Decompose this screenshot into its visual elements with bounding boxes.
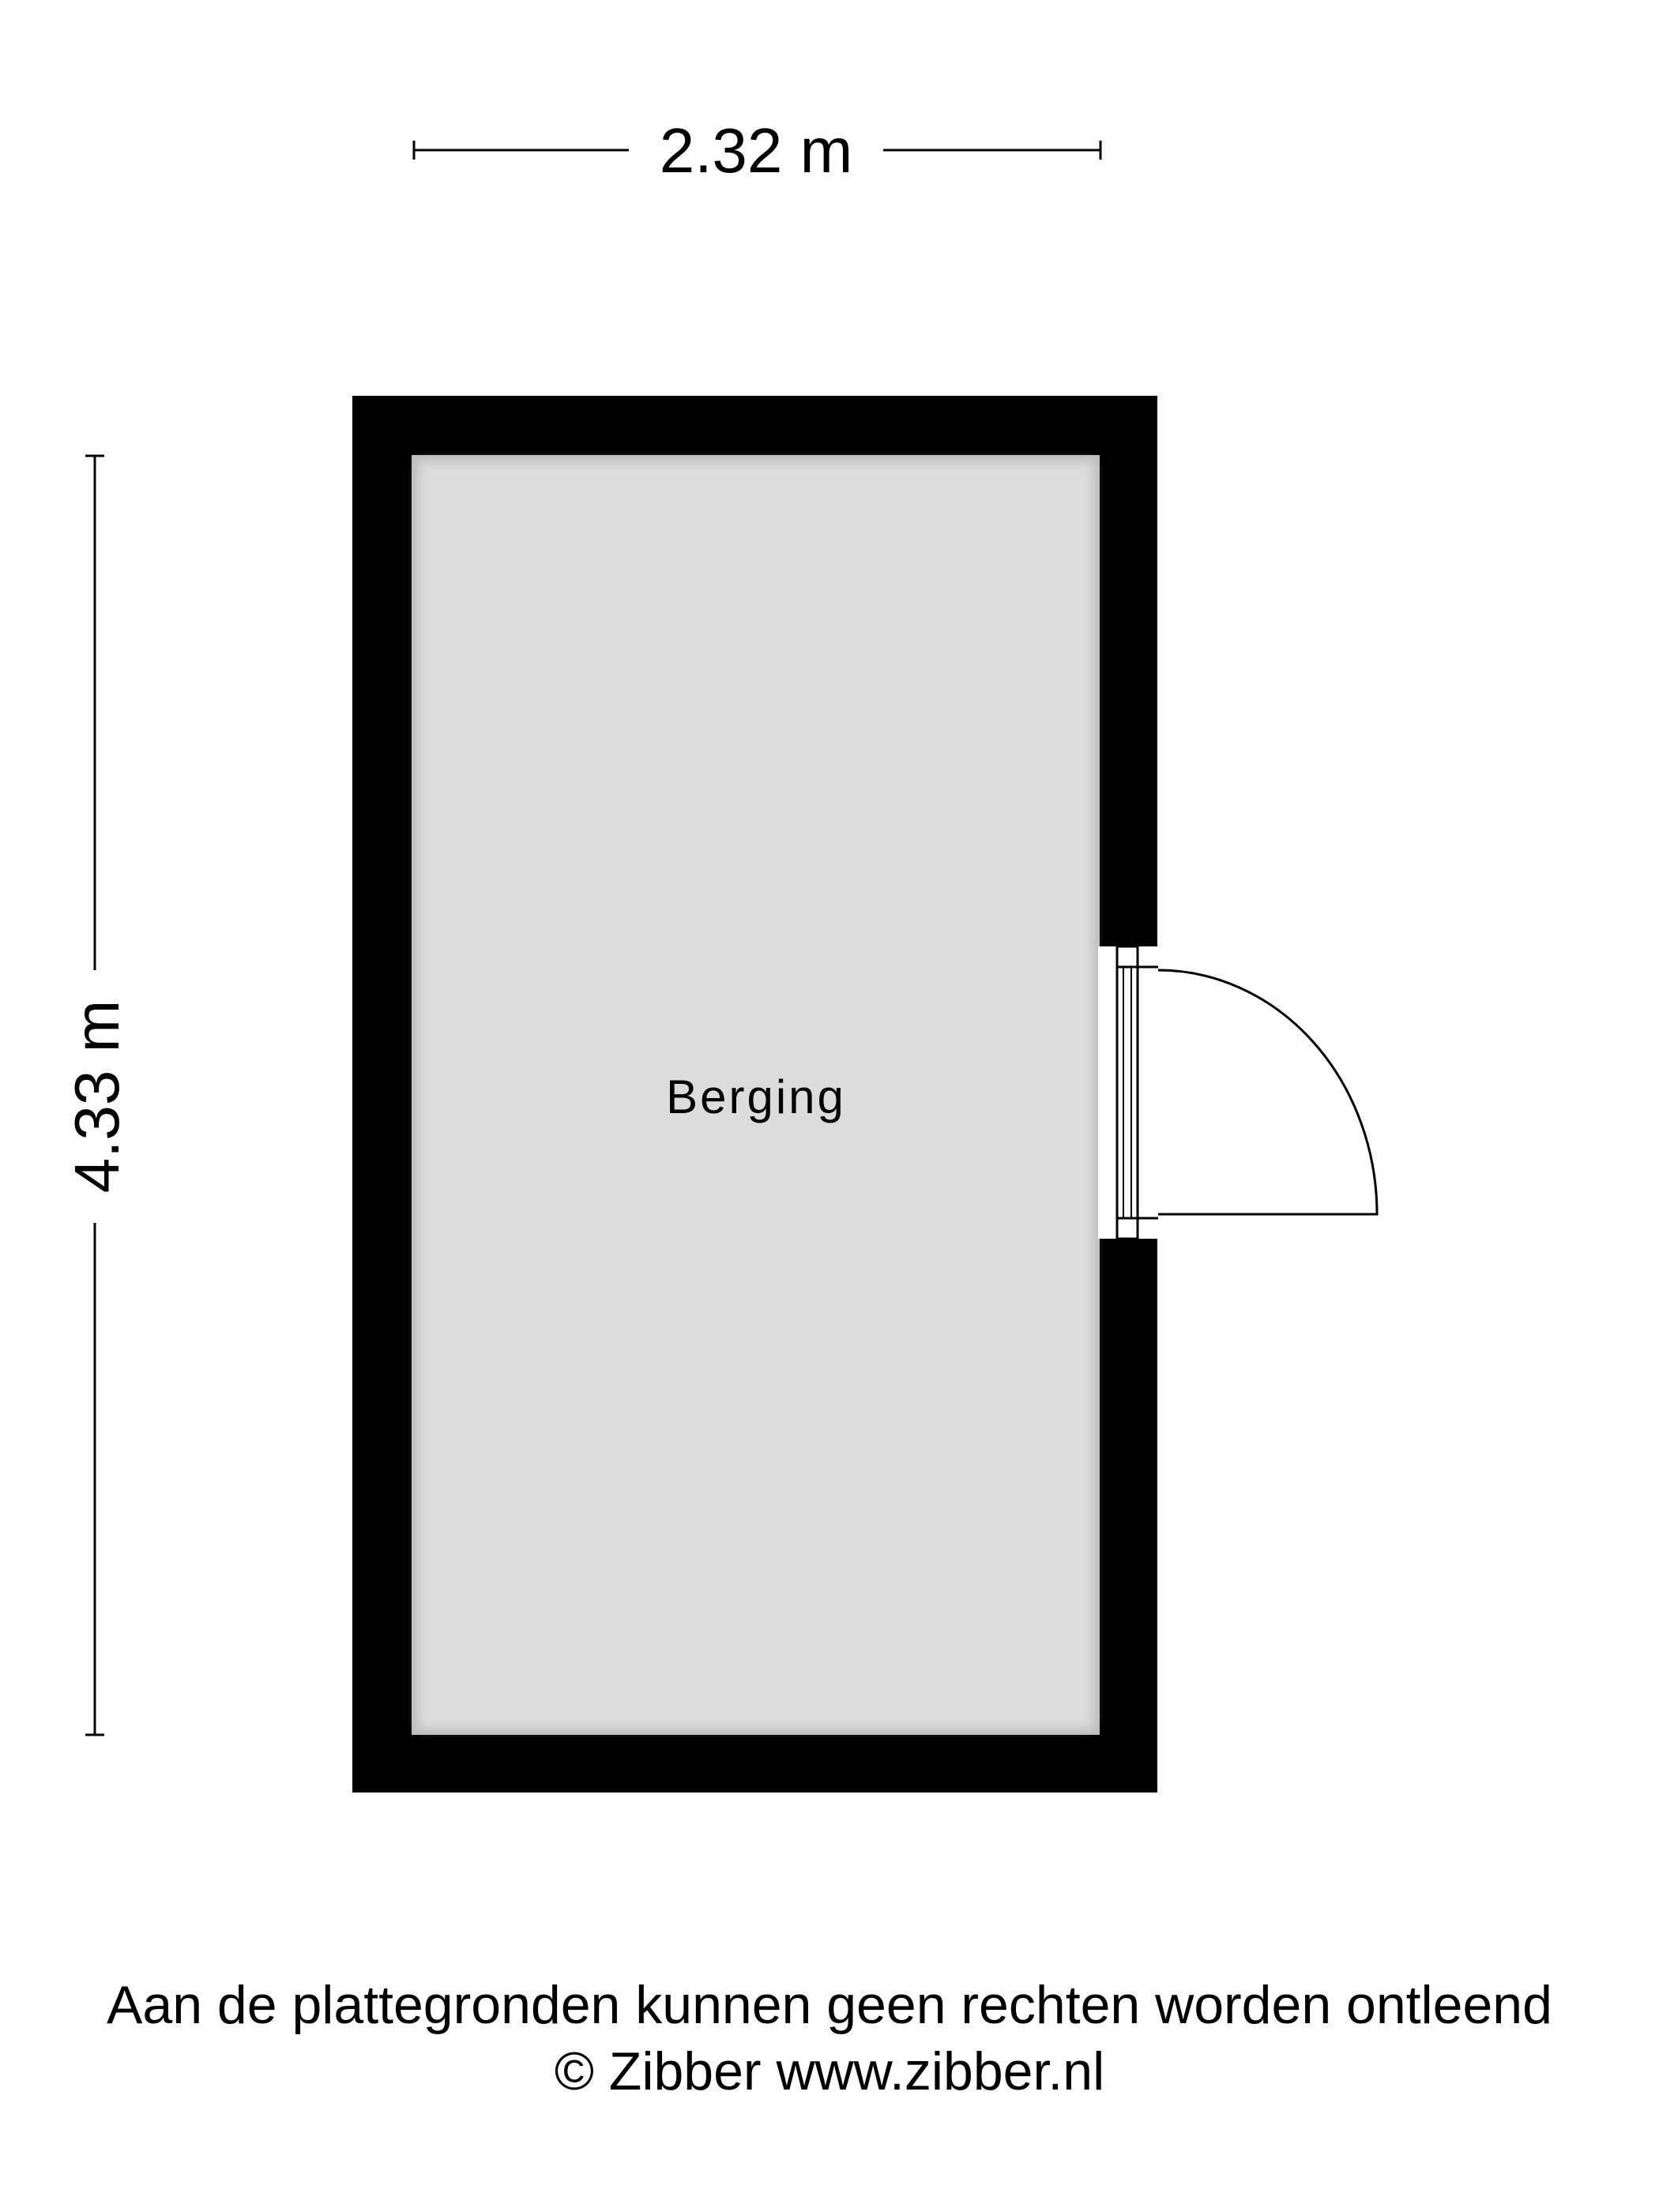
height-dimension-label: 4.33 m <box>62 1000 132 1194</box>
door-swing-arc <box>1157 969 1379 1216</box>
room-label: Berging <box>666 1070 846 1123</box>
door <box>1098 945 1379 1240</box>
floor <box>418 461 1093 1729</box>
copyright-text: © Zibber www.zibber.nl <box>554 2041 1105 2101</box>
width-dimension: 2.32 m <box>412 115 1102 186</box>
height-dimension: 4.33 m <box>62 454 132 1736</box>
door-frame <box>1115 945 1139 1240</box>
width-dimension-label: 2.32 m <box>660 115 853 186</box>
disclaimer-text: Aan de plattegronden kunnen geen rechten… <box>107 1975 1552 2035</box>
